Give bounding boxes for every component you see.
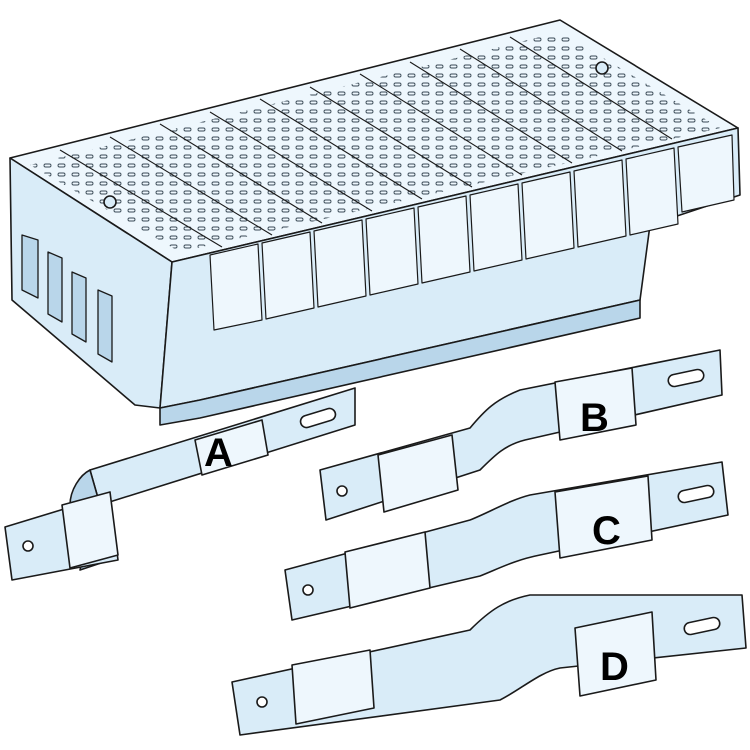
busbar-c-hole (302, 584, 314, 596)
busbar-d-label: D (600, 645, 629, 689)
cover-screw-icon (595, 61, 609, 75)
busbar-a-label: A (204, 431, 233, 475)
busbar-c-sleeve (554, 475, 653, 559)
busbar-a-sleeve (61, 491, 119, 569)
busbar-d (231, 594, 747, 736)
busbar-c (284, 461, 729, 621)
busbar-d-slot (683, 616, 721, 636)
busbar-b-slot (667, 368, 705, 388)
enclosure-top-ribs (59, 36, 673, 248)
enclosure-top-perforation (30, 32, 720, 252)
busbar-c-label: C (592, 509, 621, 553)
busbar-c-sleeve (344, 531, 431, 609)
busbar-b (319, 349, 723, 521)
busbar-a-hole (22, 540, 34, 552)
busbar-b-sleeve (554, 367, 637, 441)
busbar-a (4, 387, 356, 581)
busbar-b-sleeve (377, 434, 459, 513)
busbar-c-slot (677, 484, 715, 504)
busbar-d-sleeve (291, 649, 375, 725)
busbar-d-sleeve (574, 611, 657, 697)
enclosure-left-face (9, 157, 173, 409)
busbar-d-hole (256, 696, 268, 708)
enclosure-base (159, 299, 641, 426)
busbar-enclosure (9, 19, 741, 426)
enclosure-front-fins (209, 134, 735, 331)
busbar-a-sleeve (194, 419, 269, 476)
busbar-a-slot (299, 407, 337, 429)
busbar-b-hole (336, 485, 348, 497)
enclosure-end-slots (21, 234, 113, 363)
cover-screw-icon (103, 195, 117, 209)
busbar-b-label: B (580, 396, 609, 440)
